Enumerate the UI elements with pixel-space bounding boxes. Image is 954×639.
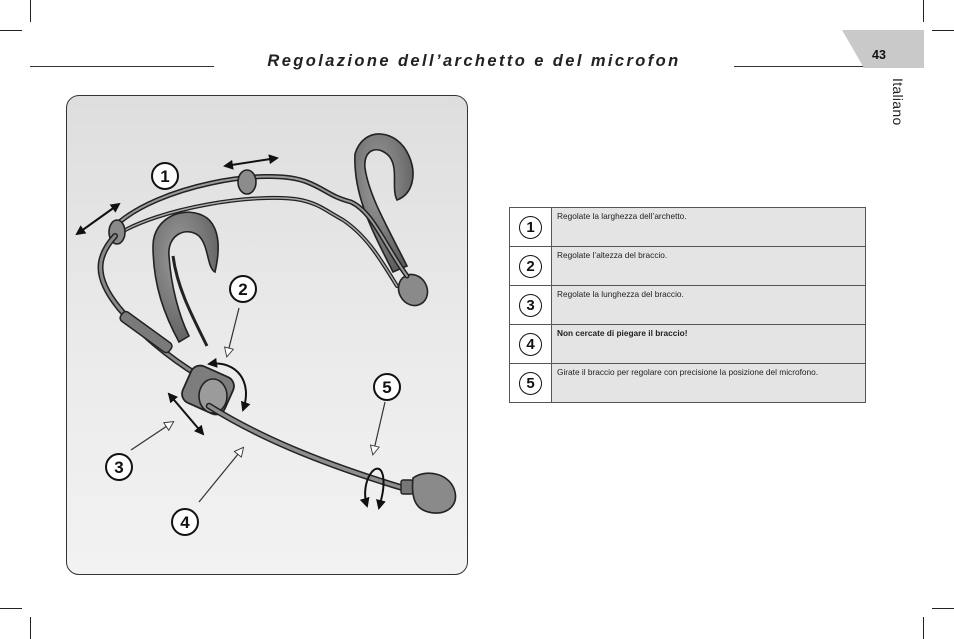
microphone [400,472,457,514]
adjustment-arrows [75,154,386,510]
step-row: 1 Regolate la larghezza dell’archetto. [509,207,866,247]
step-text: Regolate l’altezza del braccio. [551,246,866,286]
step-text: Girate il braccio per regolare con preci… [551,363,866,403]
arrow-mic-rotate [359,467,386,510]
pointer-4 [198,448,243,503]
crop-mark [923,0,924,22]
step-text: Regolate la lunghezza del braccio. [551,285,866,325]
front-ear-hook [152,211,220,347]
step-row: 2 Regolate l’altezza del braccio. [509,246,866,286]
svg-text:1: 1 [160,167,169,186]
svg-text:2: 2 [238,280,247,299]
step-row-warning: 4 Non cercate di piegare il braccio! [509,324,866,364]
step-number-badge: 1 [519,215,542,239]
callout-1: 1 [151,162,179,190]
boom-arm [205,402,407,492]
crop-mark [932,608,954,609]
step-row: 3 Regolate la lunghezza del braccio. [509,285,866,325]
callout-3: 3 [105,453,133,481]
language-tab-label: Italiano [890,78,906,126]
step-number-cell: 3 [509,285,552,325]
rear-ear-hook [354,133,429,307]
arrow-headband-width [75,202,121,236]
headset-illustration: 1 2 3 4 5 [75,133,457,536]
step-row: 5 Girate il braccio per regolare con pre… [509,363,866,403]
headset-figure-panel: 1 2 3 4 5 [66,95,468,575]
page-tab-shape [842,30,924,68]
svg-text:3: 3 [114,458,123,477]
step-number-cell: 2 [509,246,552,286]
svg-text:4: 4 [180,513,190,532]
header-rule-left [30,66,214,67]
headband [112,174,410,288]
crop-mark [0,30,22,31]
step-number-cell: 4 [509,324,552,364]
step-number-cell: 5 [509,363,552,403]
arrow-headband-top [223,154,279,170]
pointer-arrows [130,307,386,503]
page-number: 43 [872,48,886,62]
crop-mark [30,617,31,639]
side-arm [97,233,202,379]
step-number-badge: 3 [519,293,542,317]
cable-sleeve [119,310,173,354]
step-number-badge: 5 [519,371,542,395]
pointer-5 [373,401,386,454]
page-number-tab [842,30,924,68]
step-number-badge: 4 [519,332,542,356]
callout-5: 5 [373,373,401,401]
step-number-cell: 1 [509,207,552,247]
pointer-3 [130,422,173,451]
crop-mark [30,0,31,22]
callout-2: 2 [229,275,257,303]
crop-mark [923,617,924,639]
header-rule-right [734,66,894,67]
callout-4: 4 [171,508,199,536]
page-title: Regolazione dell’archetto e del microfon [267,52,681,70]
step-number-badge: 2 [519,254,542,278]
arrow-arm-height [207,357,251,412]
arrow-arm-length [167,392,205,436]
headband-slider [237,169,257,195]
svg-text:5: 5 [382,378,391,397]
pointer-2 [227,307,240,356]
crop-mark [932,30,954,31]
crop-mark [0,608,22,609]
step-text-warning: Non cercate di piegare il braccio! [551,324,866,364]
adjustment-steps-table: 1 Regolate la larghezza dell’archetto. 2… [509,207,866,403]
step-text: Regolate la larghezza dell’archetto. [551,207,866,247]
